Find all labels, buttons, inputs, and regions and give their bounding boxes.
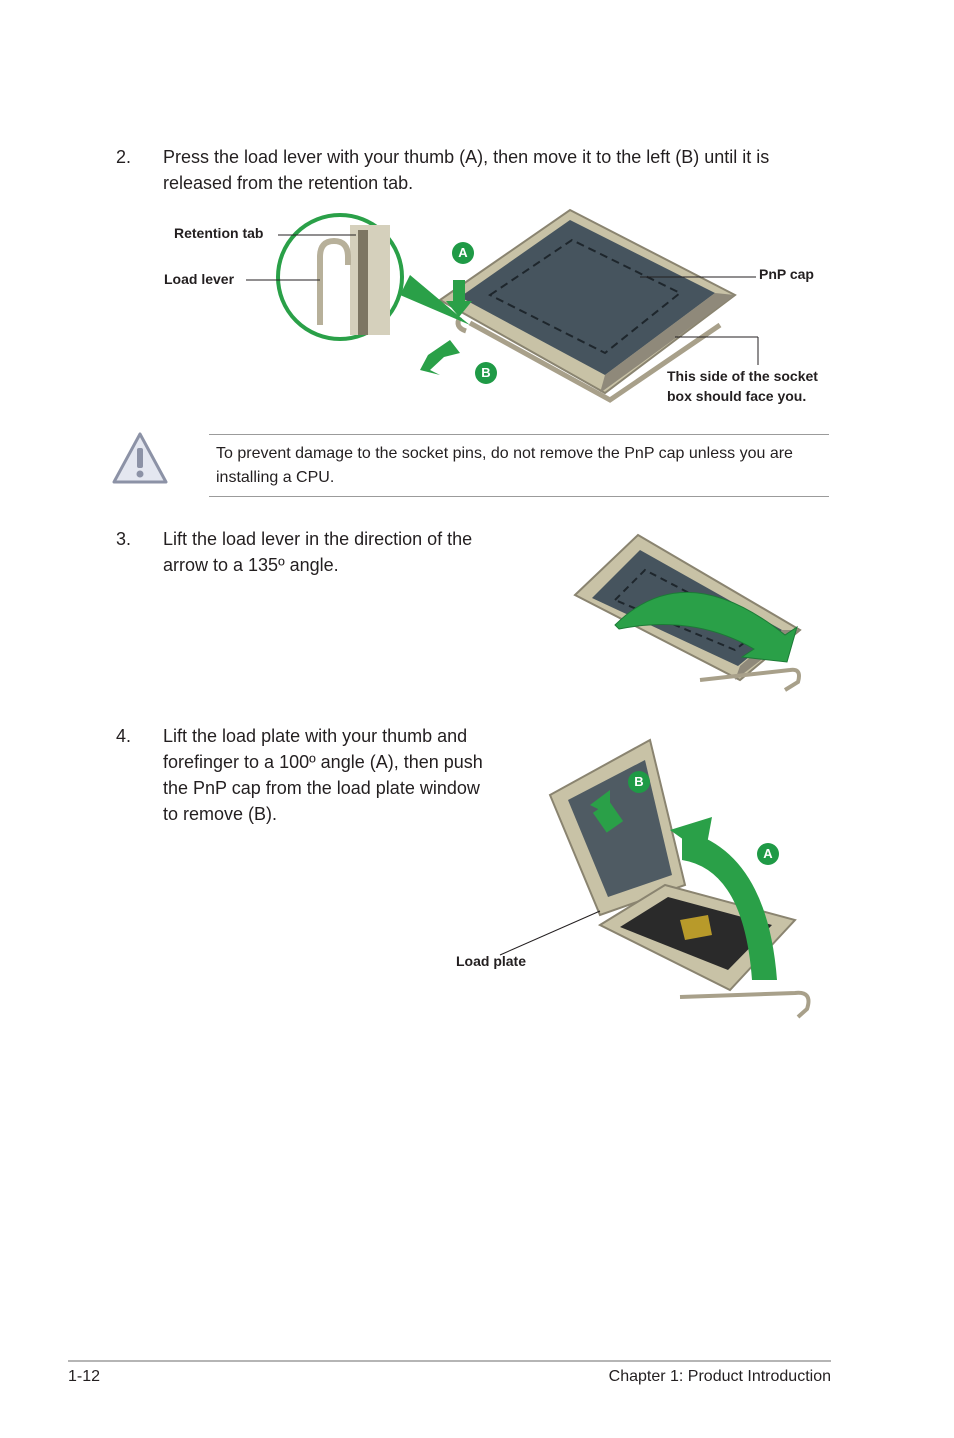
step-3-text: Lift the load lever in the direction of … — [163, 529, 473, 575]
badge-a: A — [452, 242, 474, 264]
footer-rule — [68, 1360, 831, 1362]
step-2-text: Press the load lever with your thumb (A)… — [163, 147, 770, 193]
load-plate-figure: B A Load plate — [450, 735, 820, 1025]
load-plate-label: Load plate — [456, 953, 527, 969]
lever-lift-illustration — [573, 533, 802, 692]
load-plate-illustration — [499, 738, 811, 1019]
socket-illustration — [246, 208, 759, 403]
note-top-rule — [209, 434, 829, 435]
badge-b: B — [628, 771, 650, 793]
step-2-number: 2. — [116, 147, 132, 167]
step-4-text: Lift the load plate with your thumb and … — [163, 726, 483, 824]
lever-lift-figure — [570, 530, 810, 700]
retention-tab-label: Retention tab — [174, 225, 264, 241]
socket-lever-figure: Retention tab Load lever PnP cap This si… — [160, 205, 840, 420]
face-label-line1: This side of the socket — [667, 368, 818, 384]
face-label-line2: box should face you. — [667, 388, 807, 404]
badge-b: B — [475, 362, 497, 384]
badge-a: A — [757, 843, 779, 865]
step-4-number: 4. — [116, 726, 132, 746]
pnp-cap-label: PnP cap — [759, 266, 814, 282]
chapter-title: Chapter 1: Product Introduction — [608, 1368, 831, 1385]
note-bottom-rule — [209, 496, 829, 497]
caution-text: To prevent damage to the socket pins, do… — [216, 445, 793, 486]
step-3-number: 3. — [116, 529, 132, 549]
load-lever-label: Load lever — [164, 271, 235, 287]
page-number: 1-12 — [68, 1368, 101, 1385]
